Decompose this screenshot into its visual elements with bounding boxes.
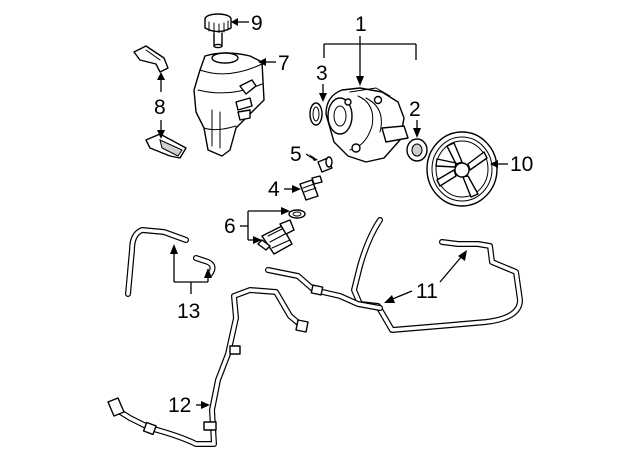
callout-label-8: 8 [154,96,166,119]
callout-2: 2 [409,98,421,138]
reservoir-hose-part[interactable] [125,227,216,297]
callout-12: 12 [168,394,210,417]
pump-seal-part[interactable] [406,138,428,162]
callout-8: 8 [154,72,166,139]
reservoir-part[interactable] [193,52,265,157]
reservoir-clamp-part[interactable] [133,45,187,159]
power-steering-pump-part[interactable] [325,87,409,163]
connector-part[interactable] [299,175,323,201]
callout-label-10: 10 [510,153,533,176]
reservoir-cap-part[interactable] [204,13,232,49]
flow-control-valve-part[interactable] [257,209,306,255]
callout-1: 1 [323,13,417,86]
callout-label-2: 2 [409,98,421,121]
callout-4: 4 [268,178,301,201]
callout-label-5: 5 [290,143,302,166]
callout-label-9: 9 [251,12,263,35]
callout-9: 9 [231,12,263,35]
callout-label-7: 7 [278,52,290,75]
return-hose-part[interactable] [107,287,309,447]
callout-7: 7 [258,52,290,75]
callout-3: 3 [316,62,328,102]
callout-5: 5 [290,143,318,166]
callout-label-4: 4 [268,178,280,201]
pressure-hose-part[interactable] [265,217,523,333]
callout-label-3: 3 [316,62,328,85]
callout-label-11: 11 [416,280,438,303]
fitting-part[interactable] [317,156,333,173]
callout-6: 6 [224,207,290,244]
callout-label-12: 12 [168,394,191,417]
o-ring-part[interactable] [309,102,323,126]
callout-label-1: 1 [355,13,367,36]
pump-pulley-part[interactable] [426,131,498,207]
callout-13: 13 [170,244,212,323]
callout-10: 10 [490,153,533,176]
callout-label-13: 13 [177,300,200,323]
callout-label-6: 6 [224,215,236,238]
callout-11: 11 [384,250,467,303]
